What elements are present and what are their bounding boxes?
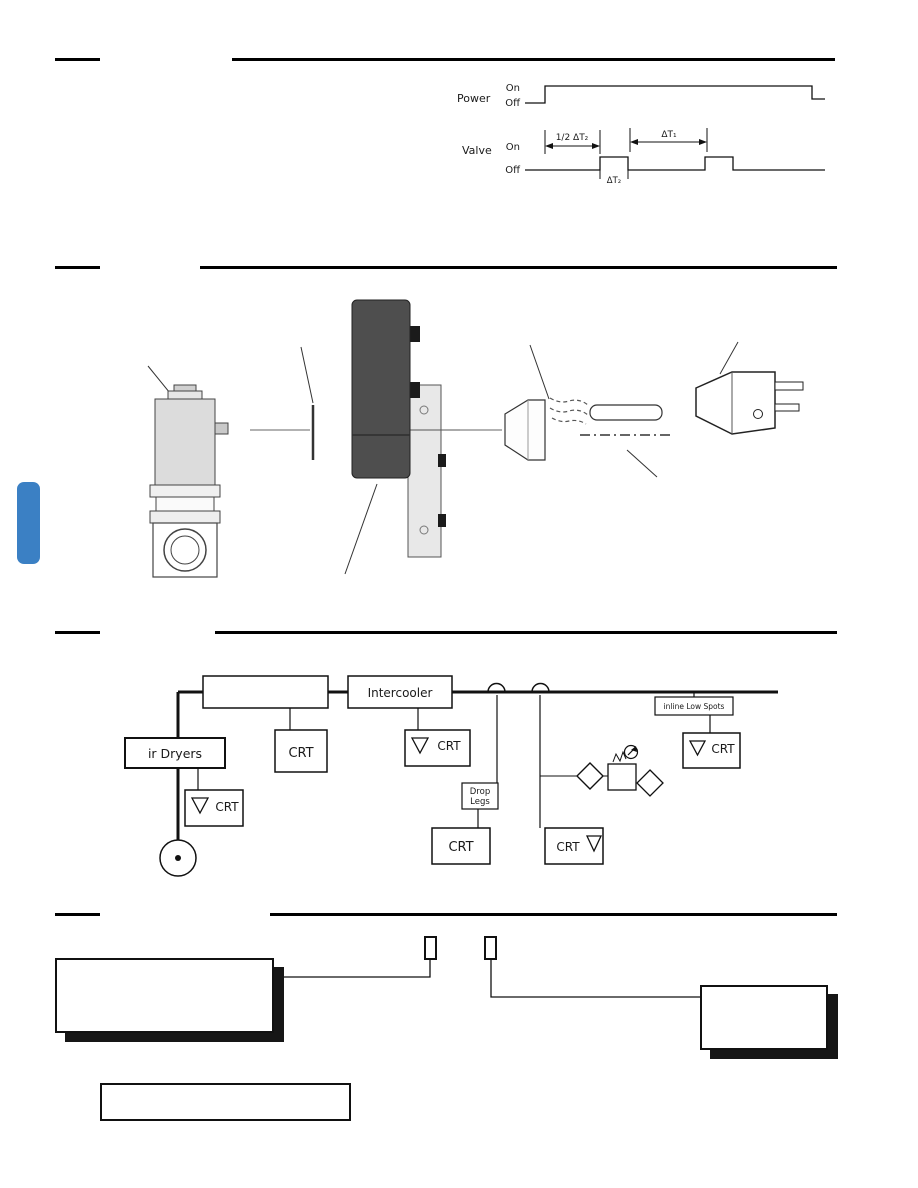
plug-ground-hole xyxy=(753,409,763,419)
crt-label-5: CRT xyxy=(556,840,580,854)
filter-symbol xyxy=(576,762,604,790)
air-dryers-box xyxy=(124,737,226,769)
power-cord xyxy=(589,404,663,421)
crt-box-1 xyxy=(274,729,328,773)
valve-waveform xyxy=(525,156,825,171)
page-edge-tab xyxy=(17,482,40,564)
intercooler-label: Intercooler xyxy=(368,686,433,700)
strain-relief xyxy=(549,397,589,425)
regulator-spring-icon xyxy=(612,750,627,763)
crt-label-1: CRT xyxy=(288,746,313,761)
callout-connector-lines xyxy=(278,960,700,998)
drop-legs-box xyxy=(461,782,499,810)
callout-box-left xyxy=(55,958,274,1033)
crt-box-2 xyxy=(404,729,471,767)
air-system-diagram: CRT Intercooler CRT ir Dryers CRT Drop L… xyxy=(124,675,778,877)
intercooler-box xyxy=(347,675,453,709)
valve-on-label: On xyxy=(506,142,520,153)
dt1-label: ΔT₁ xyxy=(661,130,677,140)
plug-blade-top xyxy=(774,381,804,391)
aftercooler-box xyxy=(202,675,329,709)
crt-label-6: CRT xyxy=(711,742,735,756)
drain-funnel-icon xyxy=(585,835,603,853)
callout-leader-lines xyxy=(147,341,739,575)
section-rule-4-left xyxy=(55,913,100,916)
power-off-label: Off xyxy=(505,98,521,109)
coil-spade-terminal xyxy=(214,422,229,435)
mounting-bracket xyxy=(407,384,466,558)
valve-label: Valve xyxy=(462,144,492,157)
coil-housing xyxy=(351,299,411,479)
inline-low-spots-box xyxy=(654,696,734,716)
drop-legs-label-1: Drop xyxy=(470,787,490,797)
pipe-crossover-2 xyxy=(531,682,550,693)
section-rule-2-left xyxy=(55,266,100,269)
terminal-symbol-1 xyxy=(424,936,437,960)
power-label: Power xyxy=(457,92,491,105)
power-plug xyxy=(695,371,804,435)
drain-funnel-icon xyxy=(688,740,707,757)
crt-box-3 xyxy=(184,789,244,827)
pipe-crossover-1 xyxy=(487,682,506,693)
inline-low-spots-label: inline Low Spots xyxy=(664,702,725,711)
plug-blade-bottom xyxy=(774,403,800,412)
section-rule-2-right xyxy=(200,266,837,269)
half-dt2-label: 1/2 ΔT₂ xyxy=(556,133,589,143)
drop-legs-label-2: Legs xyxy=(470,797,490,807)
timing-diagram: Power On Off Valve On Off 1/2 ΔT₂ ΔT₁ ΔT… xyxy=(457,83,825,186)
section-rule-1-right xyxy=(232,58,835,61)
crt-box-5 xyxy=(544,827,604,865)
valve-off-label: Off xyxy=(505,165,521,176)
solenoid-valve-body xyxy=(149,384,229,578)
note-box xyxy=(100,1083,351,1121)
power-on-label: On xyxy=(506,83,520,94)
drain-funnel-icon xyxy=(410,737,430,755)
crt-box-6 xyxy=(682,732,741,769)
terminal-symbol-2 xyxy=(484,936,497,960)
cable-gland xyxy=(504,399,546,461)
crt-label-4: CRT xyxy=(448,840,473,855)
section-rule-3-left xyxy=(55,631,100,634)
valve-exploded-diagram xyxy=(147,299,804,578)
crt-label-3: CRT xyxy=(215,800,239,814)
coil-body xyxy=(154,398,216,486)
regulator-symbol xyxy=(607,763,637,791)
section-rule-3-right xyxy=(215,631,837,634)
section-rule-4-right xyxy=(270,913,837,916)
valve-port xyxy=(163,528,207,572)
power-waveform xyxy=(525,85,825,104)
crt-box-4 xyxy=(431,827,491,865)
lubricator-symbol xyxy=(636,769,664,797)
dt2-label: ΔT₂ xyxy=(607,176,621,186)
section-rule-1-left xyxy=(55,58,100,61)
air-dryers-label: ir Dryers xyxy=(148,746,202,761)
drain-funnel-icon xyxy=(190,797,210,815)
callout-box-right xyxy=(700,985,828,1050)
crt-label-2: CRT xyxy=(437,739,461,753)
